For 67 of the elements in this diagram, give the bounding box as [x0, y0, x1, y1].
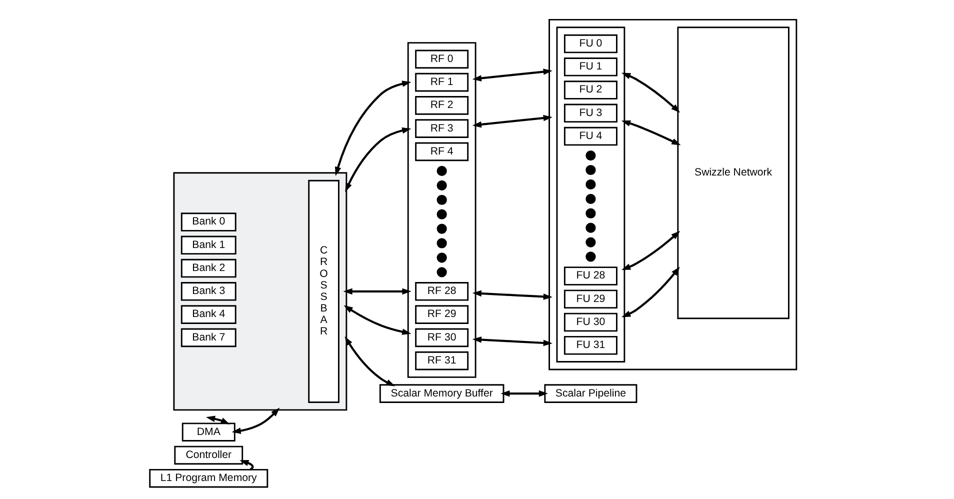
node-box: FU 30 [564, 312, 618, 332]
node-box: Controller [174, 446, 244, 465]
node-box: Swizzle Network [677, 26, 790, 320]
arrow [621, 266, 680, 318]
node-box: DMA [182, 422, 236, 442]
node-box: Bank 4 [180, 305, 236, 324]
arrow [232, 408, 280, 434]
node-box: Bank 2 [180, 258, 236, 278]
node-box: RF 29 [415, 305, 469, 324]
arrow [472, 336, 552, 346]
node-box: FU 28 [564, 266, 618, 286]
arrow [472, 290, 552, 300]
node-box: RF 28 [415, 282, 469, 301]
cluster [548, 18, 798, 370]
arrow [344, 305, 412, 335]
node-circle [436, 180, 447, 190]
node-circle [586, 164, 596, 176]
node-box: FU 0 [564, 34, 618, 54]
node-box: Bank 0 [180, 212, 236, 232]
node-circle [436, 267, 447, 278]
node-circle [436, 238, 447, 248]
node-circle [586, 150, 596, 161]
cluster [407, 42, 476, 378]
cluster [173, 172, 348, 411]
node-circle [436, 166, 447, 176]
arrow [621, 120, 681, 146]
node-box: FU 29 [564, 290, 618, 309]
node-box: CROSSBAR [308, 180, 340, 403]
node-circle [586, 237, 596, 248]
arrow [345, 127, 412, 192]
node-box: Bank 1 [180, 236, 236, 255]
node-box: Scalar Memory Buffer [379, 384, 504, 403]
node-box: RF 30 [415, 328, 469, 348]
node-box: FU 4 [564, 126, 618, 146]
arrow [500, 390, 548, 397]
cluster [556, 26, 626, 362]
node-box: RF 4 [415, 142, 469, 162]
node-circle [436, 224, 447, 234]
node-circle [436, 209, 447, 220]
node-box: Bank 7 [180, 328, 236, 348]
node-circle [436, 252, 447, 263]
node-box: FU 3 [564, 104, 618, 123]
node-circle [586, 252, 596, 262]
node-circle [586, 179, 596, 190]
node-circle [586, 194, 596, 204]
arrow [344, 336, 396, 386]
node-box: RF 31 [415, 351, 469, 370]
node-box: FU 31 [564, 336, 618, 355]
arrow [472, 114, 552, 128]
node-box: Scalar Pipeline [544, 384, 638, 403]
node-box: RF 2 [415, 96, 469, 115]
arrow [334, 80, 412, 176]
node-box: RF 0 [415, 50, 469, 69]
node-box: FU 2 [564, 80, 618, 100]
node-circle [586, 208, 596, 218]
node-circle [436, 194, 447, 205]
node-box: Bank 3 [180, 282, 236, 301]
arrow [343, 288, 412, 295]
arrow [621, 230, 680, 270]
arrow [621, 72, 680, 113]
node-box: FU 1 [564, 58, 618, 76]
arrow [240, 460, 254, 470]
arrow [472, 68, 552, 82]
node-circle [586, 222, 596, 233]
node-box: RF 1 [415, 72, 469, 92]
node-box: L1 Program Memory [149, 468, 268, 488]
node-box: RF 3 [415, 119, 469, 138]
